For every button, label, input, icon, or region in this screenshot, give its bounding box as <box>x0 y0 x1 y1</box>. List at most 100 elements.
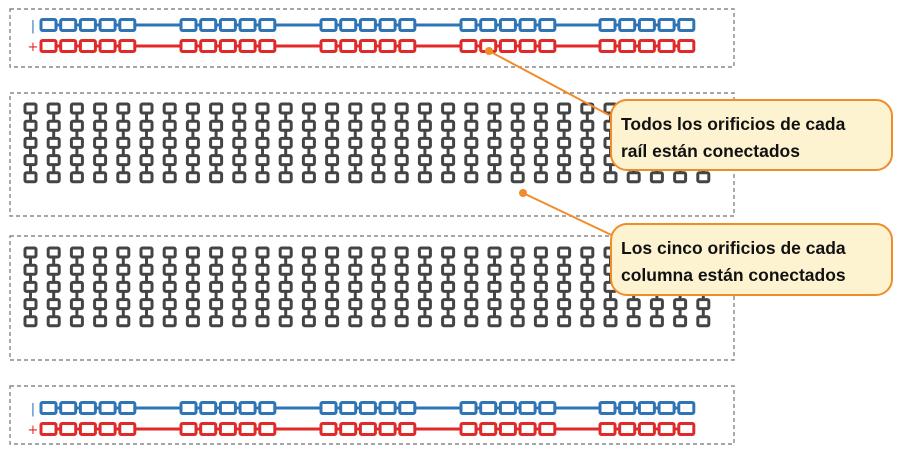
rail-hole <box>459 39 478 53</box>
terminal-hole <box>533 263 548 276</box>
terminal-column <box>69 102 84 184</box>
terminal-hole <box>162 280 177 293</box>
terminal-column <box>301 246 316 328</box>
rail-callout: Todos los orificios de cada raíl están c… <box>610 99 893 171</box>
terminal-hole <box>23 246 38 259</box>
terminal-hole <box>441 246 456 259</box>
terminal-hole <box>348 298 363 311</box>
terminal-hole <box>464 136 479 149</box>
terminal-column <box>417 102 432 184</box>
terminal-hole <box>417 246 432 259</box>
rail-hole <box>78 401 97 415</box>
power-rails <box>39 18 696 436</box>
rail-hole <box>677 401 696 415</box>
terminal-hole <box>278 280 293 293</box>
terminal-hole <box>580 298 595 311</box>
rail-hole <box>199 422 218 436</box>
terminal-hole <box>626 171 641 184</box>
terminal-hole <box>185 136 200 149</box>
rail-hole <box>618 401 637 415</box>
rail-hole <box>378 18 397 32</box>
terminal-hole <box>580 119 595 132</box>
terminal-hole <box>185 171 200 184</box>
terminal-hole <box>209 298 224 311</box>
terminal-hole <box>417 263 432 276</box>
terminal-hole <box>116 119 131 132</box>
terminal-hole <box>139 102 154 115</box>
terminal-column <box>394 102 409 184</box>
terminal-hole <box>580 263 595 276</box>
terminal-hole <box>580 154 595 167</box>
terminal-hole <box>162 246 177 259</box>
terminal-hole <box>69 315 84 328</box>
rail-hole <box>258 422 277 436</box>
bottom-negative-rail <box>39 401 696 415</box>
terminal-hole <box>557 315 572 328</box>
terminal-hole <box>510 136 525 149</box>
terminal-hole <box>464 154 479 167</box>
terminal-hole <box>533 119 548 132</box>
terminal-hole <box>162 298 177 311</box>
rail-hole <box>39 18 58 32</box>
terminal-hole <box>371 298 386 311</box>
terminal-hole <box>185 154 200 167</box>
terminal-column <box>441 102 456 184</box>
terminal-hole <box>232 171 247 184</box>
terminal-hole <box>394 280 409 293</box>
rail-hole <box>677 18 696 32</box>
rail-hole <box>39 401 58 415</box>
terminal-column <box>116 102 131 184</box>
terminal-hole <box>209 315 224 328</box>
terminal-hole <box>93 246 108 259</box>
terminal-hole <box>278 315 293 328</box>
terminal-hole <box>487 102 502 115</box>
terminal-column <box>371 246 386 328</box>
terminal-hole <box>533 280 548 293</box>
terminal-hole <box>487 280 502 293</box>
terminal-hole <box>557 263 572 276</box>
terminal-hole <box>557 280 572 293</box>
rail-hole <box>199 401 218 415</box>
terminal-hole <box>116 136 131 149</box>
bottom-negative-rail-sign: | <box>31 402 35 417</box>
rail-hole <box>179 39 198 53</box>
terminal-hole <box>162 154 177 167</box>
terminal-hole <box>417 102 432 115</box>
terminal-hole <box>371 280 386 293</box>
terminal-hole <box>185 315 200 328</box>
terminal-hole <box>510 154 525 167</box>
terminal-hole <box>46 136 61 149</box>
rail-hole <box>179 401 198 415</box>
rail-hole <box>538 422 557 436</box>
rail-hole <box>657 18 676 32</box>
rail-hole <box>398 401 417 415</box>
terminal-hole <box>255 280 270 293</box>
rail-hole <box>199 18 218 32</box>
terminal-hole <box>533 298 548 311</box>
terminal-hole <box>185 119 200 132</box>
rail-hole <box>479 422 498 436</box>
terminal-hole <box>580 280 595 293</box>
rail-hole <box>59 18 78 32</box>
terminal-hole <box>533 171 548 184</box>
terminal-column <box>487 102 502 184</box>
terminal-hole <box>580 246 595 259</box>
terminal-hole <box>116 102 131 115</box>
rail-hole <box>339 422 358 436</box>
terminal-hole <box>209 154 224 167</box>
terminal-hole <box>441 154 456 167</box>
terminal-hole <box>464 102 479 115</box>
terminal-column <box>93 102 108 184</box>
terminal-column <box>162 102 177 184</box>
rail-hole <box>118 422 137 436</box>
rail-hole <box>118 18 137 32</box>
terminal-hole <box>441 263 456 276</box>
terminal-hole <box>557 136 572 149</box>
terminal-column <box>533 102 548 184</box>
terminal-hole <box>533 154 548 167</box>
rail-hole <box>598 18 617 32</box>
terminal-hole <box>510 315 525 328</box>
terminal-hole <box>441 298 456 311</box>
terminal-hole <box>23 263 38 276</box>
terminal-hole <box>185 102 200 115</box>
